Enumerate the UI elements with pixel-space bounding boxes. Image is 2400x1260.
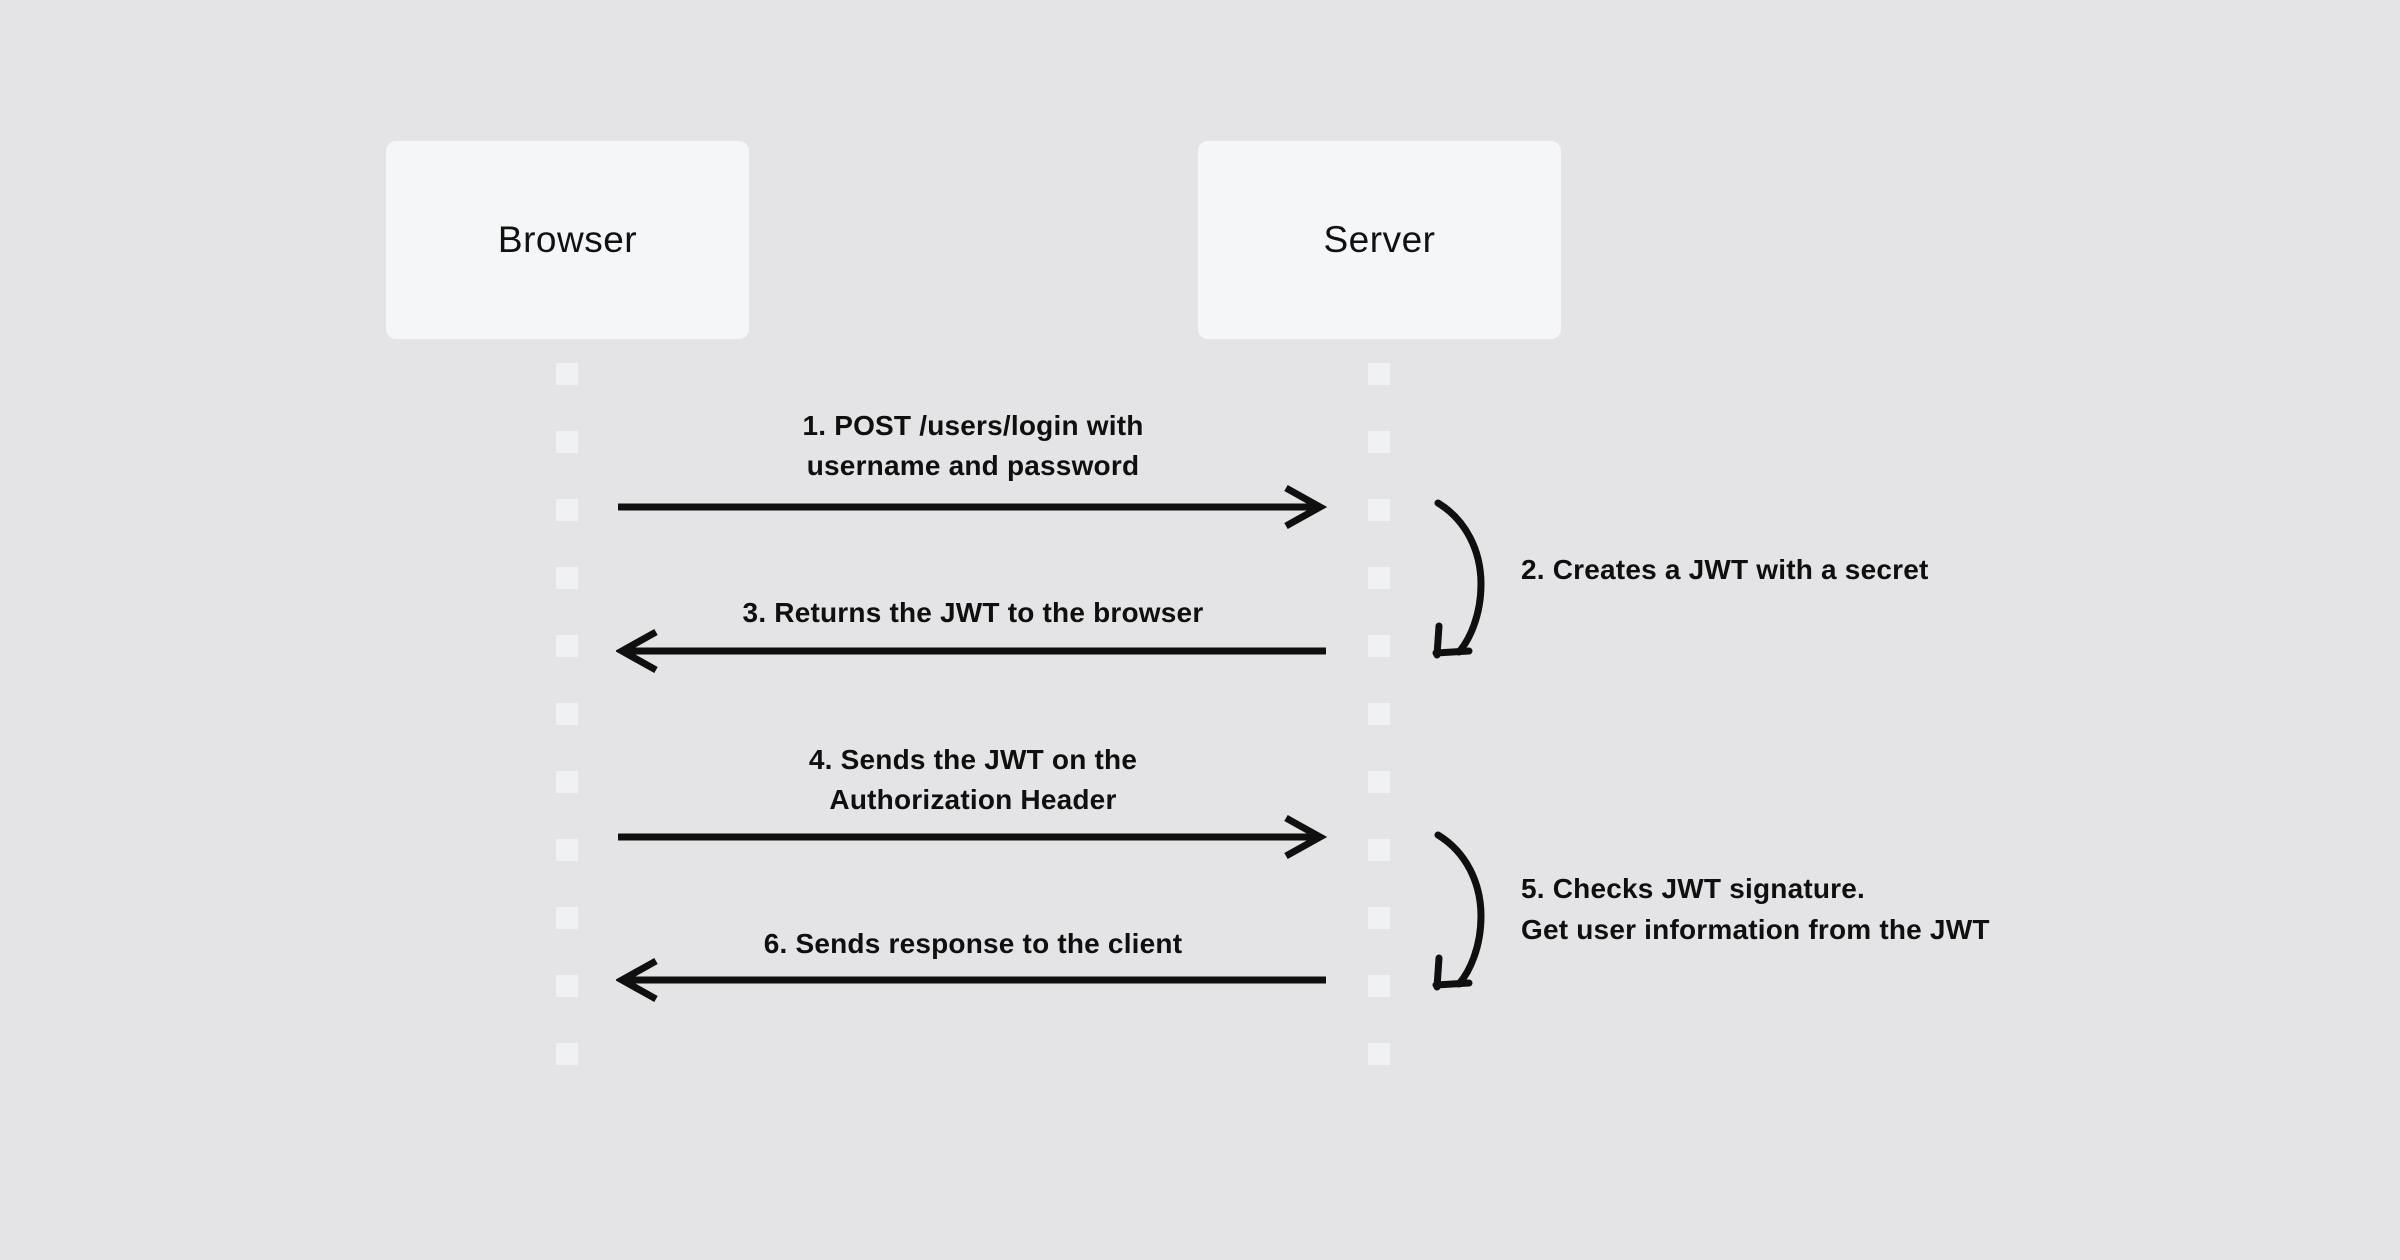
message-6-arrow-left-icon: [616, 957, 1326, 1003]
note-2-label: 2. Creates a JWT with a secret: [1521, 549, 1929, 590]
note-2-line-1: 2. Creates a JWT with a secret: [1521, 554, 1929, 585]
server-lifeline: [1368, 363, 1390, 1065]
self-arrow-2-icon: [1432, 499, 1485, 659]
actor-browser-box: Browser: [386, 141, 749, 339]
message-4-label: 4. Sends the JWT on the Authorization He…: [620, 740, 1326, 820]
message-6-line-1: 6. Sends response to the client: [763, 928, 1183, 959]
message-4-line-2: Authorization Header: [829, 784, 1117, 815]
note-5-label: 5. Checks JWT signature. Get user inform…: [1521, 868, 1990, 950]
message-4-arrow-right-icon: [618, 814, 1328, 860]
message-6-label: 6. Sends response to the client: [620, 924, 1326, 964]
message-4-line-1: 4. Sends the JWT on the: [808, 744, 1138, 775]
note-5-line-1: 5. Checks JWT signature.: [1521, 873, 1866, 904]
actor-server-box: Server: [1198, 141, 1561, 339]
message-3-arrow-left-icon: [616, 628, 1326, 674]
message-3-line-1: 3. Returns the JWT to the browser: [742, 597, 1204, 628]
message-1-arrow-right-icon: [618, 484, 1328, 530]
message-1-line-1: 1. POST /users/login with: [802, 410, 1144, 441]
actor-server-label: Server: [1323, 219, 1436, 260]
message-3-label: 3. Returns the JWT to the browser: [620, 593, 1326, 633]
message-1-label: 1. POST /users/login with username and p…: [620, 406, 1326, 486]
message-1-line-2: username and password: [806, 450, 1140, 481]
browser-lifeline: [556, 363, 578, 1065]
note-5-line-2: Get user information from the JWT: [1521, 914, 1990, 945]
actor-browser-label: Browser: [497, 219, 638, 260]
self-arrow-5-icon: [1432, 831, 1485, 991]
